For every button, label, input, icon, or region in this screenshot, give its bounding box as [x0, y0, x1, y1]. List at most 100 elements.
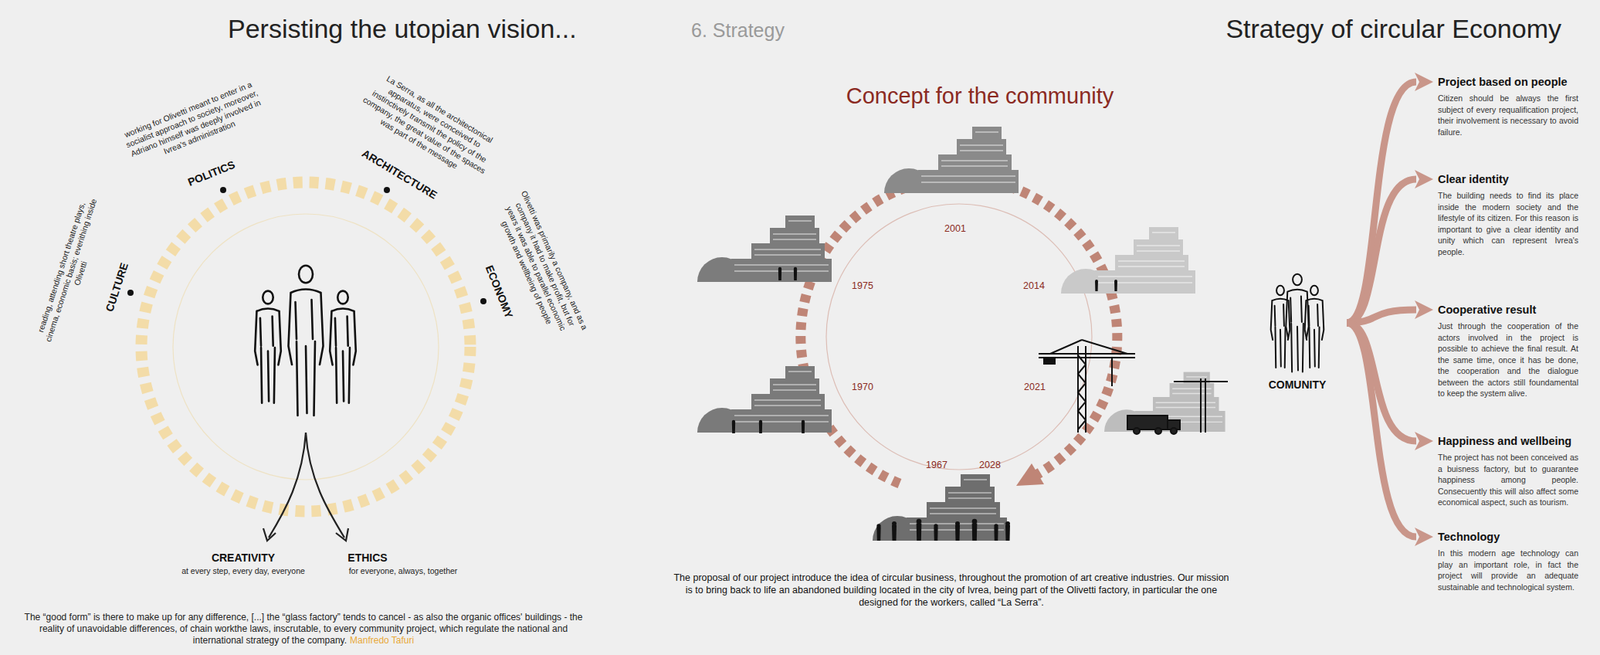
graphic-part [1044, 357, 1055, 364]
year-label: 1975 [851, 280, 874, 293]
arrow-head [1414, 72, 1434, 92]
person-silhouette [1005, 525, 1011, 541]
person-silhouette [916, 518, 923, 525]
person-silhouette [1114, 281, 1118, 292]
item-body: Citizen should be always the first subje… [1437, 92, 1579, 138]
item-body: Just through the cooperation of the acto… [1437, 320, 1579, 400]
graphic-part [800, 178, 1118, 484]
person-silhouette [732, 422, 736, 434]
buildings [697, 126, 1226, 541]
graphic-part [1061, 227, 1196, 294]
graphic-part [1200, 378, 1202, 433]
graphic-part [1155, 427, 1162, 434]
item-heading: Cooperative result [1437, 302, 1579, 317]
person-silhouette [793, 269, 797, 281]
graphic-part [480, 298, 487, 305]
outcome-label: CREATIVITY [211, 551, 275, 566]
arrow-head [1414, 300, 1434, 319]
outcome-note: at every step, every day, everyone [181, 566, 306, 577]
figure-body [254, 308, 282, 404]
person-silhouette [1094, 281, 1099, 292]
person-silhouette [993, 526, 998, 541]
arrow-head [1414, 169, 1434, 189]
figure-head [262, 291, 273, 305]
graphic-part [1077, 345, 1079, 433]
graphic-part [1127, 415, 1168, 430]
arrow-shaft [1346, 179, 1417, 323]
principle-item: Project based on peopleCitizen should be… [1437, 74, 1579, 138]
person-silhouette [972, 523, 978, 541]
person-silhouette [759, 422, 763, 434]
graphic-part [220, 186, 227, 194]
principle-item: Clear identityThe building needs to find… [1437, 172, 1579, 258]
caption: The proposal of our project introduce th… [673, 571, 1230, 609]
year-label: 1967 [925, 459, 948, 472]
split-arrows [263, 432, 349, 541]
section-number: 6. Strategy [691, 18, 785, 43]
outcome-label: ETHICS [347, 551, 387, 566]
curved-arrow [1346, 322, 1434, 546]
arrow-head [1414, 431, 1434, 451]
quote-block: The “good form” is there to make up for … [13, 611, 594, 647]
concept-heading: Concept for the community [846, 81, 1115, 110]
curved-arrow [1346, 169, 1434, 323]
values-ring [127, 182, 487, 512]
year-label: 2014 [1023, 280, 1045, 293]
figure-body [1305, 298, 1325, 368]
graphic-part [826, 203, 1092, 470]
graphic-part [1133, 427, 1140, 434]
person-silhouette [972, 518, 978, 525]
curved-arrow [1346, 72, 1434, 323]
graphic-part [1173, 380, 1228, 383]
people-sketch [254, 265, 356, 416]
cranes [1038, 339, 1228, 434]
value-label: POLITICS [186, 158, 238, 190]
item-body: The building needs to find its place ins… [1437, 189, 1579, 258]
graphic-part [127, 289, 134, 296]
figure-body [329, 308, 356, 404]
figure-head [1310, 285, 1319, 295]
year-label: 2021 [1023, 381, 1046, 394]
figure-head [1292, 274, 1302, 286]
figure-head [337, 291, 348, 305]
year-label: 2001 [944, 223, 967, 236]
node-label: COMUNITY [1252, 378, 1343, 393]
person-silhouette [955, 525, 960, 541]
person-silhouette [801, 422, 805, 434]
graphic-part [335, 528, 349, 541]
graphic-part [1111, 357, 1113, 387]
arrow-shaft [1346, 322, 1417, 537]
section-title: Strategy of circular Economy [1225, 12, 1562, 46]
value-note: working for Olivetti meant to enter in a… [116, 76, 272, 170]
item-body: In this modern age technology can play a… [1437, 547, 1579, 593]
graphic-part [697, 366, 832, 433]
principle-item: Cooperative resultJust through the coope… [1437, 302, 1579, 400]
figure-body [288, 289, 324, 417]
arrow-head [1414, 527, 1434, 546]
graphic-part [1016, 463, 1045, 486]
item-heading: Happiness and wellbeing [1437, 433, 1579, 448]
outcome-note: for everyone, always, together [349, 566, 458, 577]
graphic-part [697, 215, 832, 282]
principle-item: TechnologyIn this modern age technology … [1437, 529, 1579, 593]
person-silhouette [876, 526, 881, 541]
graphic-part [383, 186, 390, 194]
value-label: ECONOMY [481, 263, 516, 321]
person-silhouette [778, 269, 782, 281]
arrow-shaft [1346, 322, 1417, 441]
value-note: reading, attending short theatre plays, … [33, 192, 110, 349]
year-label: 1970 [851, 381, 874, 394]
people-silhouettes [732, 267, 1118, 541]
page-title: Persisting the utopian vision... [227, 12, 577, 46]
person-silhouette [891, 525, 897, 541]
graphic-part [1077, 355, 1086, 430]
graphic-part [884, 126, 1019, 194]
item-heading: Project based on people [1437, 74, 1579, 89]
graphic-part [1204, 378, 1207, 433]
year-label: 2028 [979, 459, 1001, 472]
graphic-part [1050, 339, 1128, 354]
community-node: COMUNITY [1252, 271, 1343, 393]
graphic-part [141, 182, 471, 512]
community-figures [1252, 271, 1343, 379]
